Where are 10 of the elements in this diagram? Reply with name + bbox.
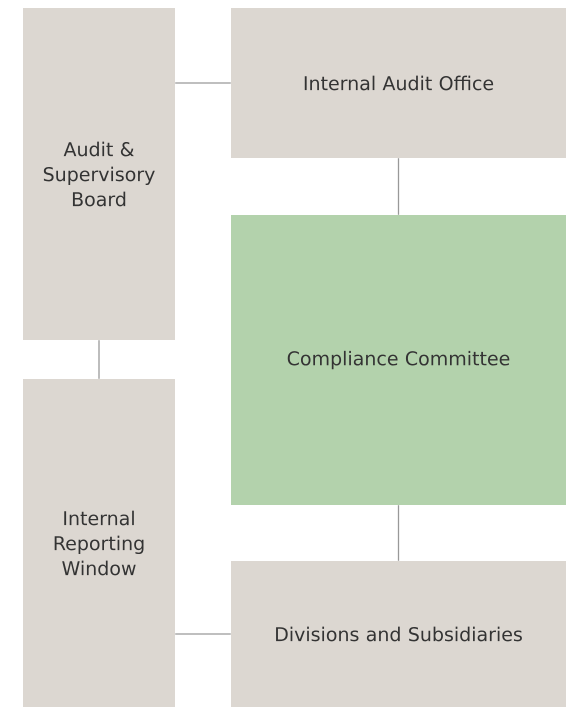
text-box: Audit & Supervisory Board [23,8,175,340]
text-box: Internal Audit Office [231,8,566,158]
connector-line [175,633,231,635]
connector-line [398,505,400,561]
connector-line [175,82,231,84]
text-box: Divisions and Subsidiaries [231,561,566,707]
text-box: Internal Reporting Window [23,379,175,707]
text-box: Compliance Committee [231,215,566,505]
connector-line [98,340,100,379]
connector-line [398,158,400,215]
